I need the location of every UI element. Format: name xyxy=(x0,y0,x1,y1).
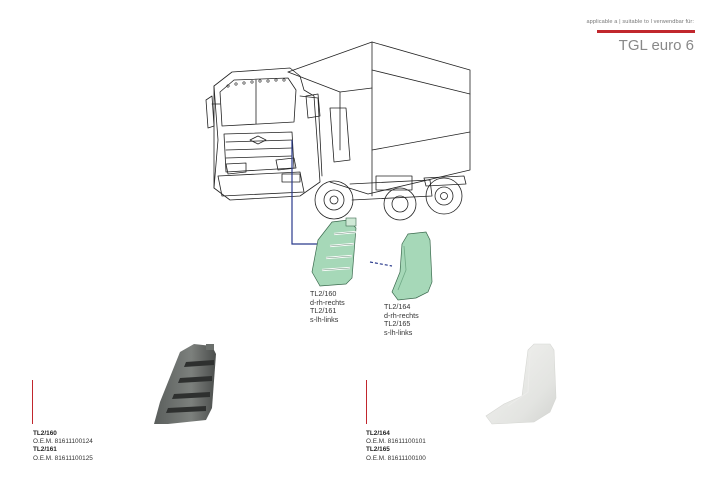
oem-number-rh: O.E.M. 81611100101 xyxy=(366,438,426,446)
callout-tl2-164: TL2/164 d-rh-rechts TL2/165 s-lh-links xyxy=(384,302,419,337)
callout-part-lh: TL2/165 xyxy=(384,319,411,329)
oem-number-rh: O.E.M. 81611100124 xyxy=(33,438,93,446)
applicability-note: applicable a | suitable to l verwendbar … xyxy=(586,19,694,25)
product-info-1: TL2/160 O.E.M. 81611100124 TL2/161 O.E.M… xyxy=(33,430,93,463)
callout-part-rh: TL2/164 xyxy=(384,302,411,311)
callout-side-lh: s-lh-links xyxy=(384,327,413,337)
diagram-part-tl2-160 xyxy=(311,217,357,287)
accent-line-left xyxy=(32,380,33,424)
part-number-lh: TL2/161 xyxy=(33,446,57,454)
callout-side-lh: s-lh-links xyxy=(310,314,339,324)
header-accent-rule xyxy=(597,30,695,33)
diagram-part-tl2-164 xyxy=(391,231,433,301)
callout-part-lh: TL2/161 xyxy=(310,306,337,316)
product-photo-tl2-160 xyxy=(154,344,216,424)
callout-tl2-160: TL2/160 d-rh-rechts TL2/161 s-lh-links xyxy=(310,289,345,324)
product-photo-tl2-164 xyxy=(485,343,557,425)
product-info-2: TL2/164 O.E.M. 81611100101 TL2/165 O.E.M… xyxy=(366,430,426,463)
model-title: TGL euro 6 xyxy=(618,37,694,54)
part-number-rh: TL2/160 xyxy=(33,430,57,437)
part-number-rh: TL2/164 xyxy=(366,430,390,437)
oem-number-lh: O.E.M. 81611100125 xyxy=(33,454,93,462)
callout-side-rh: d-rh-rechts xyxy=(384,310,419,320)
accent-line-right xyxy=(366,380,367,424)
callout-part-rh: TL2/160 xyxy=(310,289,337,298)
oem-number-lh: O.E.M. 81611100100 xyxy=(366,454,426,462)
part-number-lh: TL2/165 xyxy=(366,446,390,454)
callout-side-rh: d-rh-rechts xyxy=(310,297,345,307)
